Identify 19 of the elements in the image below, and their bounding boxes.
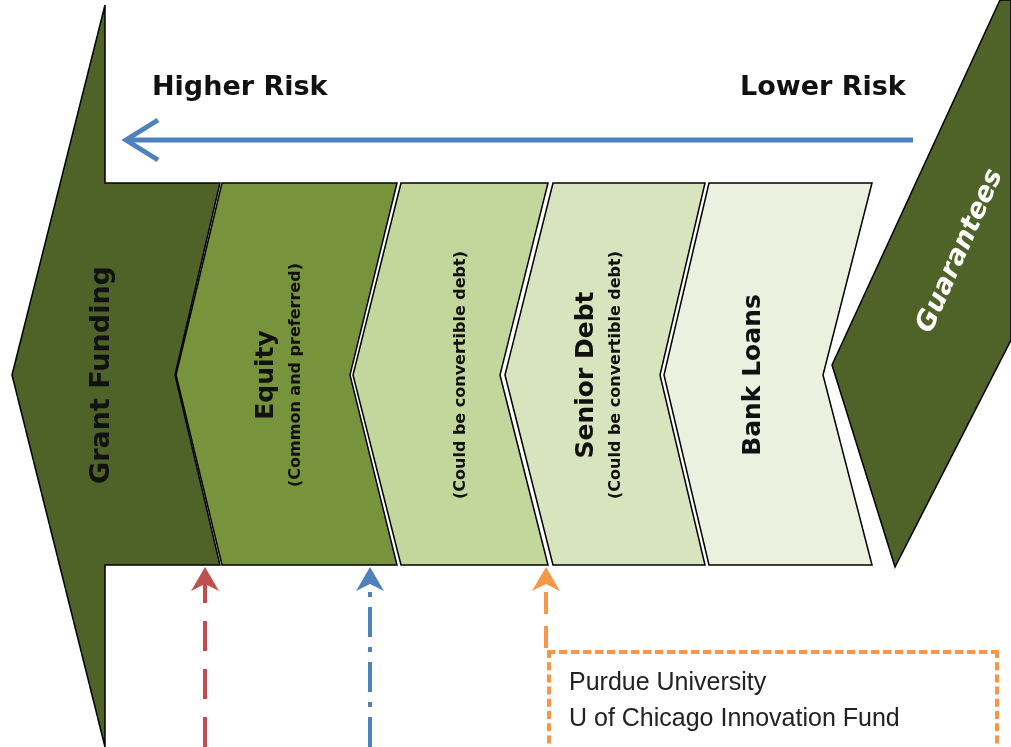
dashed-arrow — [191, 567, 219, 747]
shape-label: (Could be convertible debt) — [450, 250, 470, 500]
shape-label: Bank Loans — [737, 294, 767, 456]
chevron-title: Senior Debt — [571, 291, 601, 459]
chevron-shape — [505, 183, 705, 565]
chevron-subtitle: (Common and preferred) — [286, 263, 305, 487]
dashed-arrow — [356, 567, 384, 747]
fund-name: Purdue University — [569, 666, 768, 696]
shape-label: Grant Funding — [84, 266, 116, 484]
chevron-shape — [664, 183, 872, 565]
risk-label: Higher Risk — [152, 70, 328, 101]
chevron-shape — [353, 183, 548, 565]
parallelogram-shape — [832, 0, 1011, 567]
risk-label: Lower Risk — [740, 70, 906, 101]
chevron-title: Equity — [251, 330, 281, 420]
dashed-arrow — [532, 567, 560, 648]
chevron-shape — [176, 183, 397, 565]
chevron-subtitle: (Could be convertible debt) — [606, 250, 625, 500]
fund-name: U of Chicago Innovation Fund — [569, 702, 901, 732]
